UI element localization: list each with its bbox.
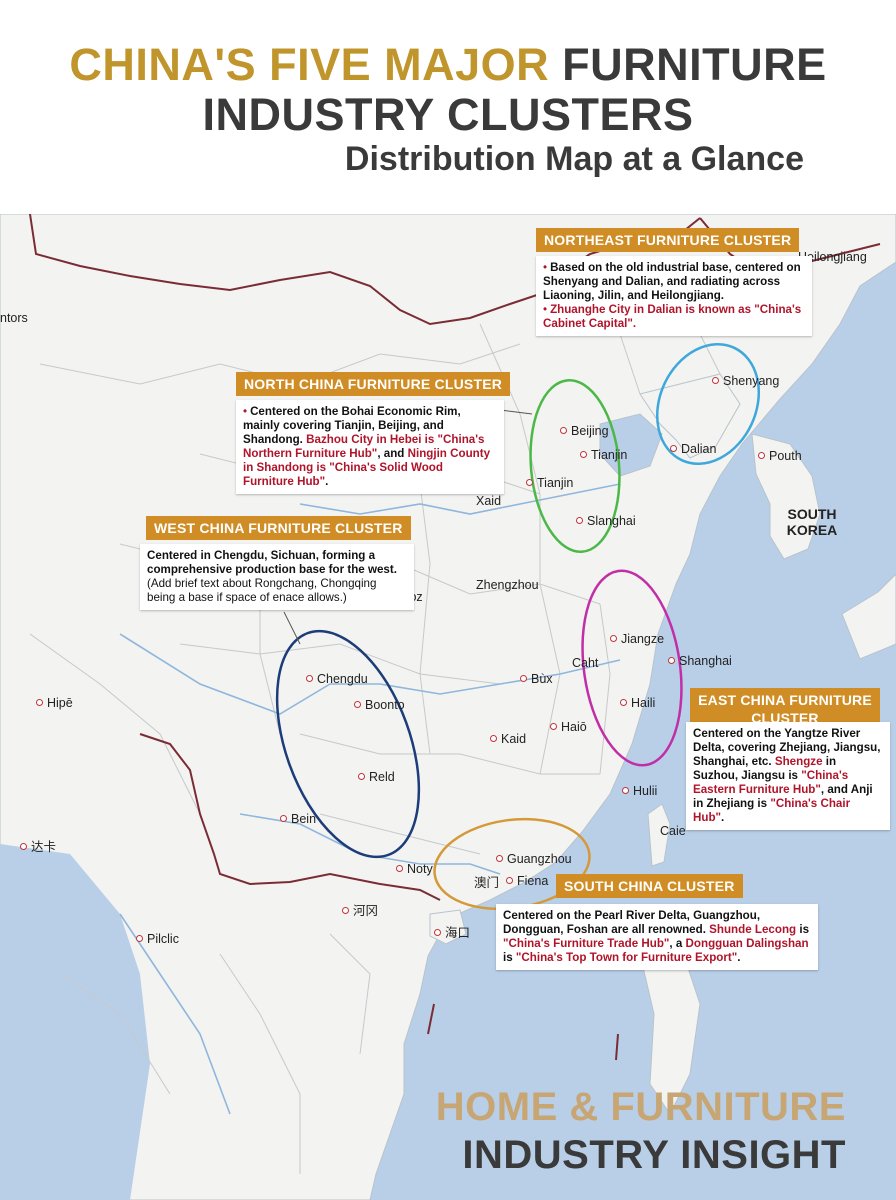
place-kaid[interactable]: Kaid [490,732,526,746]
place-haio[interactable]: Haiō [550,720,587,734]
brand-line-2: INDUSTRY INSIGHT [462,1133,846,1177]
place-pouth[interactable]: Pouth [758,449,802,463]
page-title-line1: CHINA'S FIVE MAJOR FURNITURE [0,40,896,90]
northeast-cluster-ring [655,343,761,465]
page-title-line2: INDUSTRY CLUSTERS [202,89,694,140]
page-subtitle: Distribution Map at a Glance [344,140,804,178]
place-caht[interactable]: Caht [572,656,599,670]
place-heyuan[interactable]: 河冈 [342,904,378,918]
title-highlight: CHINA'S FIVE MAJOR [69,39,550,90]
north-cluster-body: •Centered on the Bohai Economic Rim, mai… [236,400,504,494]
place-hulii[interactable]: Hulii [622,784,657,798]
north-cluster-highlight-2: Ningjin County in Shandong is "China's S… [243,447,491,488]
place-caie[interactable]: Caie [660,824,686,838]
land-taiwan [647,803,671,867]
land-liaodong [639,373,741,459]
east-cluster-text: Centered on the Yangtze River Delta, cov… [693,727,881,768]
place-shanghai[interactable]: Shanghai [668,654,732,668]
northeast-cluster-highlight: Zhuanghe City in Dalian is known as "Chi… [543,303,802,330]
rivers [119,483,621,1115]
northeast-cluster-text: Based on the old industrial base, center… [543,261,801,302]
place-bux[interactable]: Bùx [520,672,553,686]
place-tianjin[interactable]: Tianjin [580,448,627,462]
title-rest: FURNITURE [562,39,827,90]
northeast-cluster-title: NORTHEAST FURNITURE CLUSTER [536,228,800,252]
land-japan [841,573,896,660]
northeast-cluster-body: •Based on the old industrial base, cente… [536,256,812,336]
place-slanghai[interactable]: Slanghai [576,514,636,528]
place-beijing[interactable]: Beijing [560,424,609,438]
north-cluster-text: Centered on the Bohai Economic Rim, main… [243,405,461,446]
country-south-korea: SOUTH KOREA [786,506,838,538]
place-heilongjiang[interactable]: Heilongjiang [798,250,867,264]
west-cluster-ring [275,629,421,859]
place-fiena[interactable]: Fiena [506,874,548,888]
place-bein[interactable]: Bein [280,812,316,826]
sea-bengal [0,844,150,1200]
north-cluster-title: NORTH CHINA FURNITURE CLUSTER [236,372,511,396]
west-cluster-note: (Add brief text about Rongchang, Chongqi… [147,577,377,604]
south-cluster-body: Centered on the Pearl River Delta, Guang… [496,904,818,970]
place-guangzhou[interactable]: Guangzhou [496,852,572,866]
land-korea [751,433,821,560]
place-haili[interactable]: Haili [620,696,655,710]
header: CHINA'S FIVE MAJOR FURNITURE INDUSTRY CL… [0,0,896,214]
brand-line-1: HOME & FURNITURE [435,1085,846,1129]
north-cluster-ring [529,378,621,554]
east-cluster-body: Centered on the Yangtze River Delta, cov… [686,722,890,830]
sea-bohai [599,413,663,477]
west-cluster-text: Centered in Chengdu, Sichuan, forming a … [147,549,397,576]
place-hipe[interactable]: Hipē [36,696,73,710]
place-pilclic[interactable]: Pilclic [136,932,179,946]
west-cluster-body: Centered in Chengdu, Sichuan, forming a … [140,544,414,610]
place-noty[interactable]: Noty [396,862,433,876]
place-taka[interactable]: 达卡 [20,840,56,854]
place-xaid[interactable]: Xaid [476,494,502,508]
place-boonto[interactable]: Boonto [354,698,405,712]
south-cluster-text: Centered on the Pearl River Delta, Guang… [503,909,761,936]
map[interactable]: Heilongjiang ntors Shenyang Dalian Pouth… [0,214,896,1200]
east-cluster-ring [581,569,683,767]
north-cluster-highlight-1: Bazhou City in Hebei is "China's Norther… [243,433,485,460]
intl-border-sw [139,733,441,901]
intl-border [29,214,701,326]
place-chengdu[interactable]: Chengdu [306,672,368,686]
place-jiangze[interactable]: Jiangze [610,632,664,646]
place-tors[interactable]: ntors [0,311,28,325]
south-cluster-title: SOUTH CHINA CLUSTER [556,874,743,898]
west-cluster-title: WEST CHINA FURNITURE CLUSTER [146,516,411,540]
place-zhengzhou[interactable]: Zhengzhou [476,578,539,592]
place-dalian[interactable]: Dalian [670,442,716,456]
place-macau[interactable]: 澳门 [474,876,500,890]
place-haikou[interactable]: 海口 [434,926,470,940]
leader-lines [283,409,533,645]
place-shenyang[interactable]: Shenyang [712,374,779,388]
dash-lines [427,1003,619,1061]
place-reld[interactable]: Reld [358,770,395,784]
place-tianjin-2[interactable]: Tianjin [526,476,573,490]
